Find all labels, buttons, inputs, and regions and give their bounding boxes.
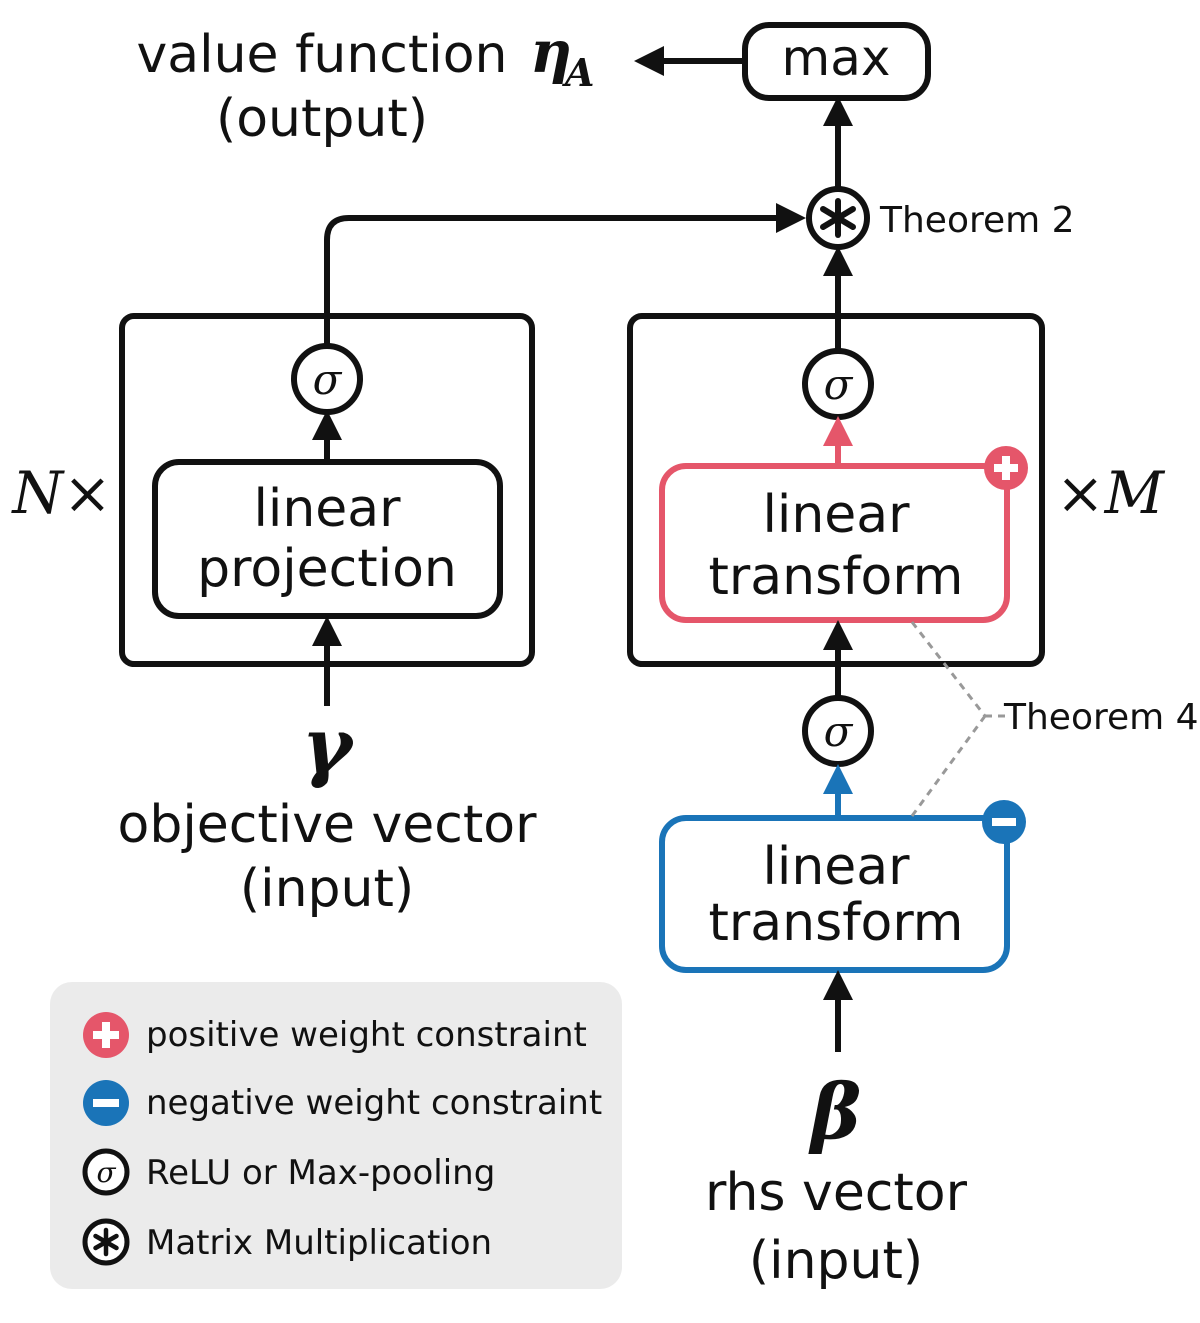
- legend-matmul-text: Matrix Multiplication: [146, 1223, 492, 1263]
- plus-circle-icon: [83, 1012, 129, 1058]
- legend-item-positive: positive weight constraint: [83, 1012, 587, 1058]
- gamma-label-line2: (input): [240, 859, 414, 919]
- positive-transform-line1: linear: [762, 485, 910, 545]
- legend-positive-text: positive weight constraint: [146, 1015, 587, 1055]
- left-sigma-icon: σ: [313, 355, 343, 404]
- asterisk-icon: [820, 198, 856, 238]
- theorem-4-label: Theorem 4: [1003, 697, 1199, 738]
- legend-relu-text: ReLU or Max-pooling: [146, 1153, 495, 1193]
- output-label-line2: (output): [216, 89, 428, 149]
- sigma-circle-icon: σ: [82, 1148, 130, 1196]
- linear-projection-line1: linear: [253, 479, 401, 539]
- theorem-4-bracket: [910, 621, 1005, 817]
- eta-symbol: η A: [530, 18, 594, 95]
- legend-negative-text: negative weight constraint: [146, 1083, 602, 1123]
- beta-symbol: β: [808, 1067, 861, 1156]
- legend-item-matmul: Matrix Multiplication: [82, 1218, 492, 1266]
- legend-item-relu: σ ReLU or Max-pooling: [82, 1148, 495, 1196]
- legend-item-negative: negative weight constraint: [83, 1080, 602, 1126]
- eta-subscript: A: [562, 50, 594, 95]
- output-label: value function (output): [137, 25, 508, 149]
- legend-box: [50, 982, 622, 1289]
- negative-transform-line2: transform: [709, 893, 964, 953]
- negative-transform-line1: linear: [762, 837, 910, 897]
- legend-sigma-glyph: σ: [96, 1156, 116, 1189]
- gamma-label-line1: objective vector: [118, 795, 538, 855]
- minus-circle-icon: [982, 800, 1026, 844]
- output-label-line1: value function: [137, 25, 508, 85]
- arrow-left-to-matmul: [324, 203, 806, 352]
- plus-circle-icon: [984, 446, 1028, 490]
- minus-circle-icon: [83, 1080, 129, 1126]
- theorem-2-label: Theorem 2: [879, 200, 1075, 241]
- asterisk-circle-icon: [82, 1218, 130, 1266]
- positive-transform-line2: transform: [709, 547, 964, 607]
- lower-sigma-icon: σ: [824, 707, 854, 756]
- right-repeat-label: ×M: [1056, 459, 1166, 527]
- right-sigma-icon: σ: [824, 360, 854, 409]
- linear-projection-line2: projection: [197, 539, 457, 599]
- left-repeat-label: N×: [10, 459, 111, 527]
- eta-letter: η: [530, 18, 572, 86]
- gamma-symbol: γ: [302, 701, 356, 790]
- beta-label-line2: (input): [749, 1231, 923, 1291]
- max-label: max: [782, 29, 891, 87]
- beta-label-line1: rhs vector: [705, 1163, 968, 1223]
